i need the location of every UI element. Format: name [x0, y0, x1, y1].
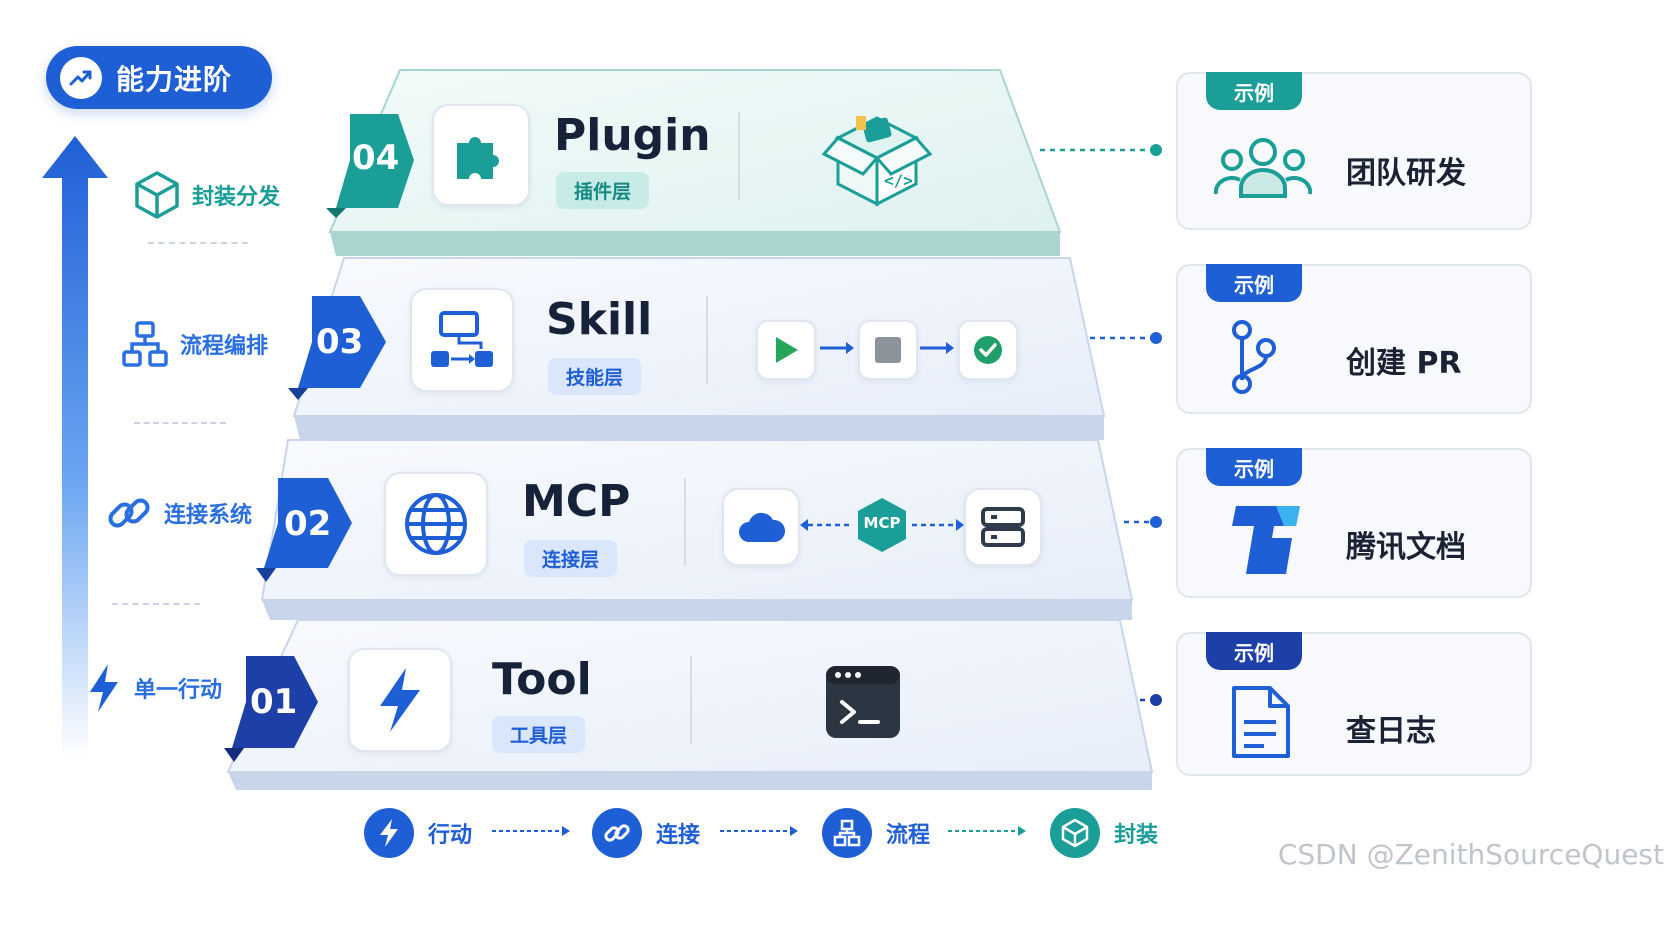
tencent-docs-logo-icon	[1232, 506, 1300, 574]
team-icon	[1214, 138, 1312, 198]
flow-step-action: 行动	[364, 808, 472, 858]
example-text: 查日志	[1346, 714, 1436, 749]
lightning-icon	[364, 808, 414, 858]
example-card-pr: 示例 创建 PR	[1176, 264, 1532, 414]
server-icon	[981, 507, 1025, 547]
divider	[690, 656, 692, 744]
progress-title: 能力进阶	[116, 62, 233, 96]
bidirectional-arrow	[800, 519, 852, 531]
flow-step-connect: 连接	[592, 808, 700, 858]
example-text: 创建 PR	[1346, 346, 1462, 381]
layer-badge: 技能层	[548, 358, 642, 395]
cloud-icon	[739, 512, 785, 542]
play-icon-box	[756, 320, 816, 380]
layer-number: 04	[352, 138, 400, 178]
globe-icon	[405, 493, 467, 555]
document-icon	[1232, 686, 1290, 758]
arrow-right-icon	[920, 342, 954, 354]
puzzle-icon	[457, 137, 499, 179]
flow-arrow	[948, 826, 1026, 836]
cube-icon	[135, 171, 179, 219]
layer-title: Skill	[546, 294, 653, 345]
mcp-hub-label: MCP	[863, 514, 901, 532]
example-text: 团队研发	[1346, 156, 1466, 191]
layer-number: 02	[284, 504, 332, 544]
example-text: 腾讯文档	[1346, 530, 1466, 565]
arrow-right-icon	[820, 342, 854, 354]
svg-text:</>: </>	[884, 171, 913, 190]
progress-title-pill: 能力进阶	[46, 46, 272, 109]
lightning-icon	[90, 664, 118, 712]
server-icon-box	[964, 488, 1042, 566]
link-icon	[592, 808, 642, 858]
layer-badge: 插件层	[556, 172, 650, 209]
example-card-team: 示例 团队研发	[1176, 72, 1532, 230]
lightning-icon-box	[348, 648, 452, 752]
watermark: CSDN @ZenithSourceQuest	[1277, 838, 1664, 871]
globe-icon-box	[384, 472, 488, 576]
divider	[684, 478, 686, 566]
hierarchy-icon	[822, 808, 872, 858]
divider	[738, 112, 740, 200]
workflow-icon-box	[410, 288, 514, 392]
terminal-icon	[826, 666, 900, 738]
git-branch-icon	[1232, 320, 1276, 394]
flow-step-process: 流程	[822, 808, 930, 858]
bidirectional-arrow	[912, 519, 964, 531]
check-icon-box	[958, 320, 1018, 380]
play-icon	[776, 337, 798, 363]
layer-badge: 连接层	[524, 540, 618, 577]
layer-badge: 工具层	[492, 716, 586, 753]
trend-up-icon	[60, 56, 102, 99]
example-card-logs: 示例 查日志	[1176, 632, 1532, 776]
flow-arrow	[720, 826, 798, 836]
example-tag: 示例	[1206, 448, 1302, 486]
side-label-connect: 连接系统	[106, 490, 252, 536]
separator	[148, 242, 248, 244]
example-tag: 示例	[1206, 264, 1302, 302]
puzzle-icon-box	[432, 104, 530, 206]
check-circle-icon	[974, 336, 1002, 364]
hierarchy-icon	[122, 321, 168, 367]
separator	[112, 603, 200, 605]
flow-arrow	[492, 826, 570, 836]
example-tag: 示例	[1206, 72, 1302, 110]
flow-step-package: 封装	[1050, 808, 1158, 858]
side-label-package: 封装分发	[134, 170, 280, 220]
progress-arrow	[42, 136, 108, 758]
layer-number: 01	[250, 682, 298, 722]
layer-title: Plugin	[554, 110, 711, 161]
cloud-icon-box	[722, 488, 800, 566]
stop-icon-box	[858, 320, 918, 380]
layer-title: MCP	[522, 476, 631, 527]
side-label-action: 单一行动	[86, 662, 222, 714]
package-box-icon: </>	[821, 116, 933, 207]
link-icon	[108, 498, 150, 528]
mcp-hub: MCP	[856, 496, 908, 554]
workflow-icon	[431, 311, 493, 367]
layer-title: Tool	[492, 654, 592, 705]
divider	[706, 296, 708, 384]
example-tag: 示例	[1206, 632, 1302, 670]
layer-number: 03	[316, 322, 364, 362]
side-label-orchestrate: 流程编排	[122, 320, 268, 368]
example-card-docs: 示例 腾讯文档	[1176, 448, 1532, 598]
cube-icon	[1050, 808, 1100, 858]
lightning-icon	[380, 668, 420, 732]
separator	[134, 422, 226, 424]
stop-icon	[875, 337, 901, 363]
